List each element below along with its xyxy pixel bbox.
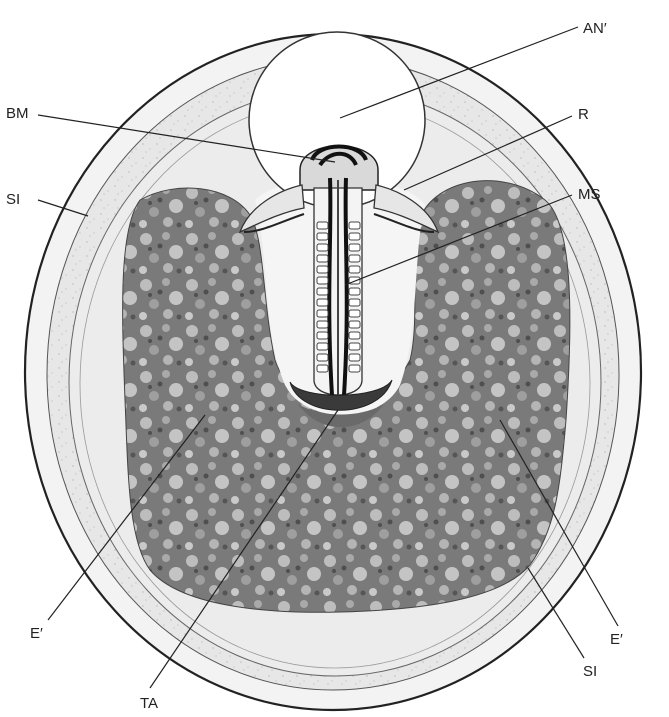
somite (317, 310, 328, 317)
label-e-right: E′ (610, 631, 623, 648)
label-ta: TA (140, 695, 158, 712)
somite (349, 354, 360, 361)
somite (349, 222, 360, 229)
label-ms: MS (578, 186, 601, 203)
somite (349, 299, 360, 306)
label-r: R (578, 106, 589, 123)
somite (349, 310, 360, 317)
somite (317, 299, 328, 306)
somite (349, 365, 360, 372)
somite (317, 365, 328, 372)
somite (317, 222, 328, 229)
somite (317, 244, 328, 251)
label-e-left: E′ (30, 625, 43, 642)
somite (349, 266, 360, 273)
somite (317, 354, 328, 361)
somite (349, 343, 360, 350)
somite (349, 321, 360, 328)
somite (317, 321, 328, 328)
label-an: AN′ (583, 20, 607, 37)
somite (317, 266, 328, 273)
somite (349, 288, 360, 295)
somite (349, 244, 360, 251)
somite (317, 233, 328, 240)
somite (317, 288, 328, 295)
label-si-top: SI (6, 191, 20, 208)
somite (317, 277, 328, 284)
somite (349, 233, 360, 240)
label-si-bottom: SI (583, 663, 597, 680)
somite (349, 255, 360, 262)
somite (317, 255, 328, 262)
label-bm: BM (6, 105, 29, 122)
somite (317, 343, 328, 350)
somite (349, 332, 360, 339)
somite (317, 332, 328, 339)
